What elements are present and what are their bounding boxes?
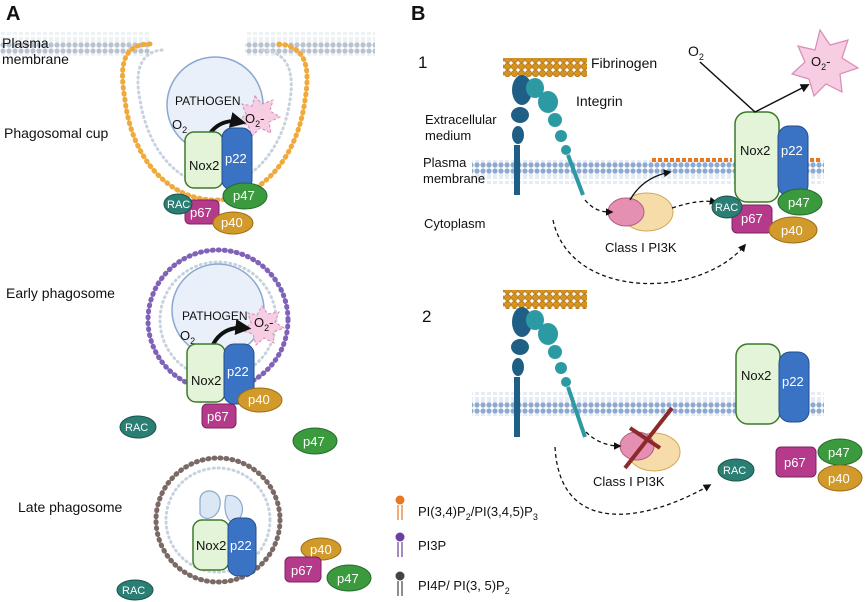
plasma-membrane-label-b-1: Plasma <box>423 155 467 170</box>
p47-label-b1: p47 <box>788 195 810 210</box>
extracellular-label-2: medium <box>425 128 471 143</box>
legend: PI(3,4)P2/PI(3,4,5)P3 PI3P PI4P/ PI(3, 5… <box>395 495 538 596</box>
nox2-label-a2: Nox2 <box>191 373 221 388</box>
pi3k-1 <box>607 192 674 232</box>
rac-label-a1: RAC <box>167 199 190 211</box>
fibrinogen-2 <box>503 290 587 309</box>
superoxide-star-a2 <box>242 305 286 346</box>
p47-label-a3: p47 <box>337 571 359 586</box>
plasma-membrane-label-a-1: Plasma <box>2 35 49 51</box>
arrow-integrin-pi3k-1 <box>584 199 614 216</box>
nox2-complex-b1 <box>711 111 823 244</box>
legend-label-pi4p: PI4P/ PI(3, 5)P2 <box>418 578 510 596</box>
panel-b-letter: B <box>411 3 425 25</box>
arrow-integrin-pi3k-2 <box>585 431 622 450</box>
fibrinogen-label: Fibrinogen <box>591 55 657 71</box>
legend-label-pi3p: PI3P <box>418 538 446 553</box>
integrin-2 <box>511 307 587 438</box>
stage3-label: Late phagosome <box>18 499 123 515</box>
superoxide-label-a2: O2- <box>254 315 273 333</box>
rac-label-a3: RAC <box>122 585 145 597</box>
rac-free-a2 <box>119 415 157 439</box>
nox2-complex-b2 <box>735 343 810 425</box>
p67-label-a1: p67 <box>190 205 212 220</box>
p47-label-b2: p47 <box>828 445 850 460</box>
plasma-membrane-label-a-2: membrane <box>2 51 69 67</box>
arrow-o2-superoxide-b1 <box>699 61 810 113</box>
stage2-label: Early phagosome <box>6 285 115 301</box>
p47-free-a2 <box>292 427 338 455</box>
p67-label-b1: p67 <box>741 211 763 226</box>
arrow-integrin-nox2-1 <box>552 219 746 285</box>
nox2-label-b2: Nox2 <box>741 368 771 383</box>
late-phagosome <box>153 455 283 585</box>
pi3k-label-1: Class I PI3K <box>605 240 677 255</box>
p40-label-a3: p40 <box>310 542 332 557</box>
legend-label-pip3: PI(3,4)P2/PI(3,4,5)P3 <box>418 504 538 522</box>
arrow-integrin-cytosol-2 <box>554 446 712 515</box>
free-cytosolic-b2 <box>775 438 863 492</box>
rac-label-a2: RAC <box>125 422 148 434</box>
o2-label-a2: O2 <box>180 328 195 346</box>
p47-label-a1: p47 <box>233 188 255 203</box>
arrow-pi3k-nox2-1 <box>671 197 718 209</box>
scenario-2-number: 2 <box>422 307 431 326</box>
nox2-complex-a3 <box>192 517 257 577</box>
o2-label-a1: O2 <box>172 117 187 135</box>
arrow-pi3k-lipid-1 <box>629 169 672 201</box>
p47-label-a2: p47 <box>303 434 325 449</box>
p40-label-a1: p40 <box>221 215 243 230</box>
legend-item-pi3p: PI3P <box>395 532 446 557</box>
o2-label-b1: O2 <box>688 43 704 62</box>
p22-label-a2: p22 <box>227 364 249 379</box>
rac-label-b1: RAC <box>715 202 738 214</box>
pathogen-label-1: PATHOGEN <box>175 94 241 108</box>
p22-label-a3: p22 <box>230 538 252 553</box>
integrin-1 <box>511 75 585 196</box>
p40-label-b1: p40 <box>781 223 803 238</box>
pi3k-label-2: Class I PI3K <box>593 474 665 489</box>
nox2-complex-a1 <box>163 127 268 235</box>
pathogen-label-2: PATHOGEN <box>182 309 248 323</box>
p22-label-b1: p22 <box>781 143 803 158</box>
rac-free-b2 <box>717 458 755 482</box>
fibrinogen-1 <box>503 58 587 77</box>
p67-label-a3: p67 <box>291 563 313 578</box>
pi3k-2 <box>619 406 681 472</box>
p40-label-a2: p40 <box>248 392 270 407</box>
extracellular-label-1: Extracellular <box>425 112 497 127</box>
p22-label-b2: p22 <box>782 374 804 389</box>
p67-label-b2: p67 <box>784 455 806 470</box>
superoxide-label-b1: O2- <box>811 54 830 72</box>
panel-a-letter: A <box>6 3 20 25</box>
legend-item-pi4p: PI4P/ PI(3, 5)P2 <box>395 571 510 596</box>
nox2-label-b1: Nox2 <box>740 143 770 158</box>
superoxide-label-a1: O2- <box>245 111 264 129</box>
nox2-label-a3: Nox2 <box>196 538 226 553</box>
nox2-label-a1: Nox2 <box>189 158 219 173</box>
rac-free-a3 <box>116 579 154 601</box>
scenario-1-number: 1 <box>418 53 427 72</box>
cytoplasm-label: Cytoplasm <box>424 216 485 231</box>
free-cytosolic-a3 <box>284 537 372 592</box>
rac-label-b2: RAC <box>723 465 746 477</box>
plasma-membrane-label-b-2: membrane <box>423 171 485 186</box>
p40-label-b2: p40 <box>828 471 850 486</box>
superoxide-star-b1 <box>790 28 860 98</box>
integrin-label: Integrin <box>576 93 623 109</box>
p67-label-a2: p67 <box>207 409 229 424</box>
nox2-complex-a2 <box>186 343 283 429</box>
stage1-label: Phagosomal cup <box>4 125 109 141</box>
panel-a-plasma-membrane <box>0 32 375 56</box>
superoxide-star-a1 <box>237 94 282 137</box>
legend-item-pip3: PI(3,4)P2/PI(3,4,5)P3 <box>395 495 538 522</box>
p22-label-a1: p22 <box>225 151 247 166</box>
